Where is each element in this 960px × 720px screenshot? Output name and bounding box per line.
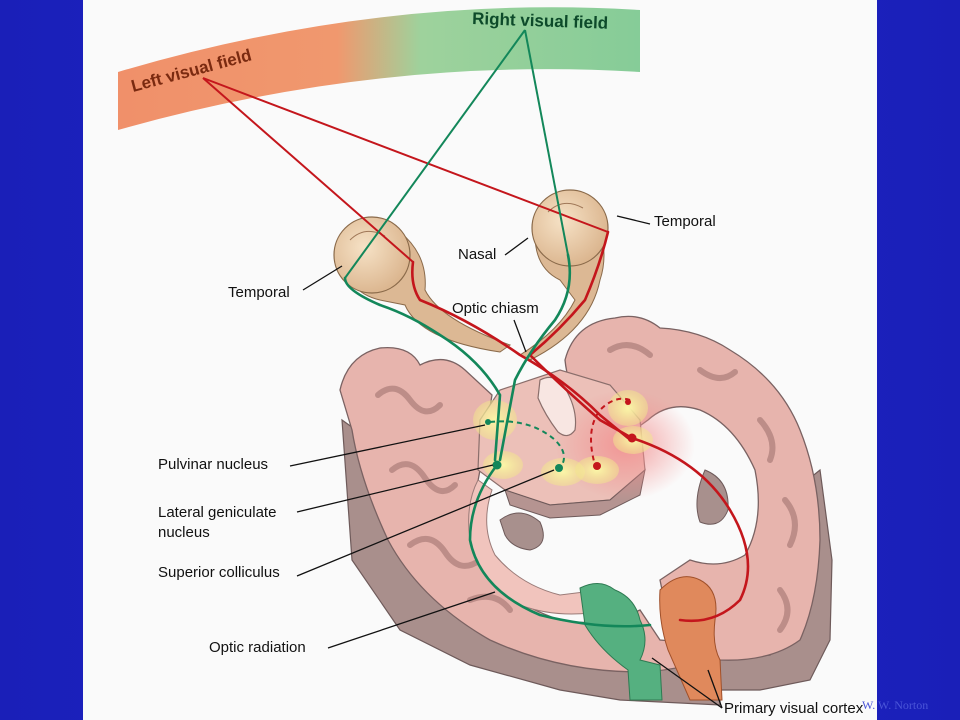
visual-field-band (118, 7, 640, 130)
temporal-left-label: Temporal (228, 284, 290, 301)
right-gyri (607, 342, 798, 633)
lgn-label-line2: nucleus (158, 524, 210, 541)
left-inner-notch (499, 512, 544, 551)
pulvinar-red-dot (625, 399, 631, 405)
pulvinar-nucleus-label: Pulvinar nucleus (158, 456, 269, 473)
lgn-green-dot (492, 460, 502, 470)
superior-colliculus-label: Superior colliculus (158, 564, 280, 581)
primary-visual-cortex-label: Primary visual cortex (724, 700, 864, 717)
lgn-red-dot (627, 433, 637, 443)
right-visual-field-label: Right visual field (472, 9, 609, 33)
credit-watermark: W. W. Norton (862, 698, 929, 712)
visual-cortex-right (659, 576, 723, 701)
green-dashed (489, 420, 565, 469)
red-pathway (411, 230, 750, 623)
nasal-label: Nasal (458, 246, 497, 263)
right-inner-notch (696, 469, 729, 525)
lgn-label-line1: Lateral geniculate (158, 504, 277, 521)
sc-green-dot (555, 464, 563, 472)
left-gyri (375, 385, 513, 613)
optic-radiation-label: Optic radiation (209, 639, 306, 656)
sc-red-dot (593, 462, 601, 470)
green-pathway (343, 253, 652, 628)
visual-cortex-left (579, 583, 663, 701)
leader-lines (289, 215, 723, 709)
sc-left (541, 458, 585, 486)
green-rays (344, 29, 569, 279)
temporal-right-label: Temporal (654, 213, 716, 230)
pulvinar-green-dot (485, 419, 491, 425)
left-eye (333, 216, 512, 353)
pulvinar-nucleus-right (608, 390, 648, 426)
optic-chiasm-label: Optic chiasm (452, 300, 539, 317)
